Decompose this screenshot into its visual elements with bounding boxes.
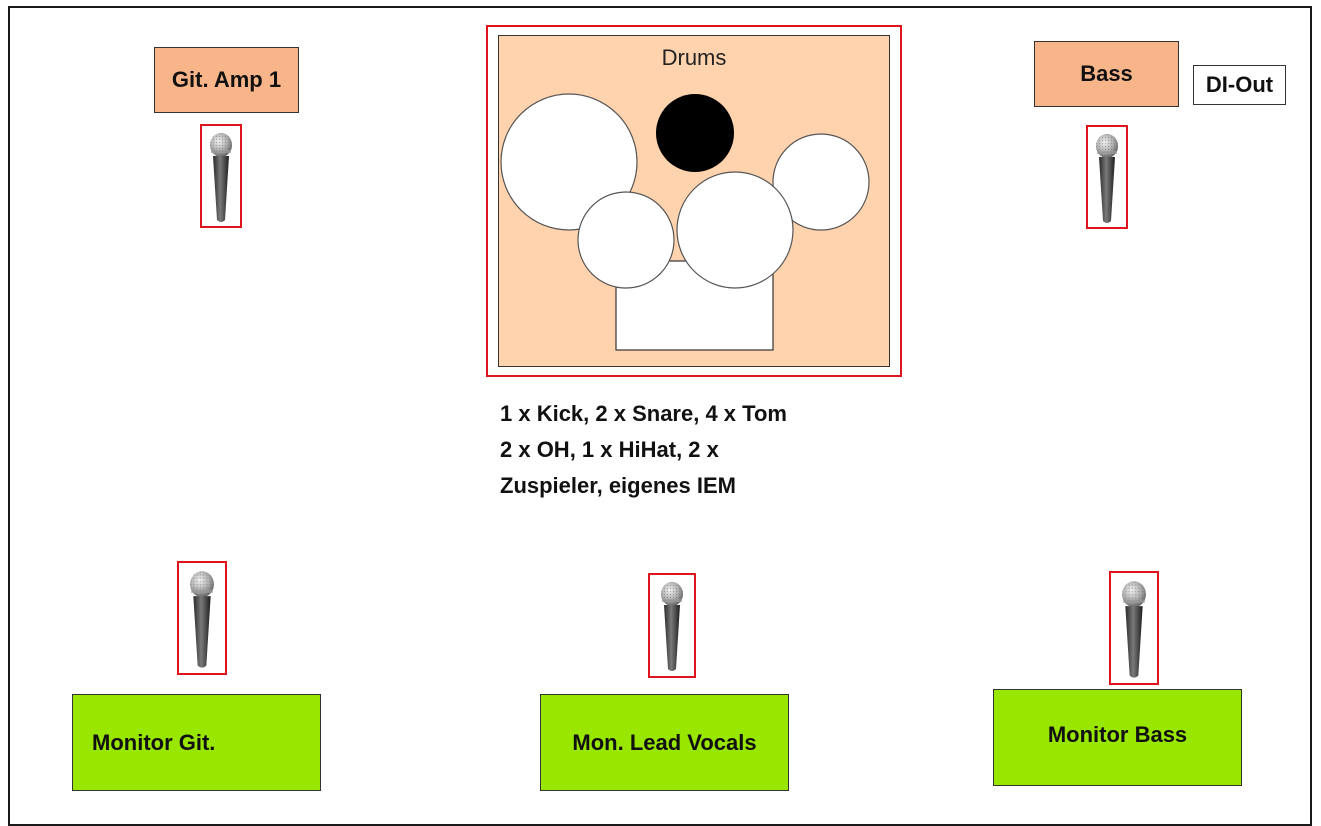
di-out-label: DI-Out xyxy=(1205,72,1274,97)
monitor-bass-label: Monitor Bass xyxy=(1047,721,1188,747)
drum-kick xyxy=(656,94,734,172)
drums-label: Drums xyxy=(661,45,727,70)
microphone-bass xyxy=(1086,125,1128,229)
drum-inputs-note: 1 x Kick, 2 x Snare, 4 x Tom 2 x OH, 1 x… xyxy=(500,396,880,504)
drum-snare xyxy=(577,191,675,289)
monitor-lead-vocals-label: Mon. Lead Vocals xyxy=(572,729,757,755)
drum-note-line-1: 1 x Kick, 2 x Snare, 4 x Tom xyxy=(500,401,787,426)
microphone-icon xyxy=(190,571,214,668)
monitor-guitar-label: Monitor Git. xyxy=(92,729,216,755)
bass-amp: Bass xyxy=(1034,41,1179,107)
guitar-amp-label: Git. Amp 1 xyxy=(171,67,282,92)
microphone-icon xyxy=(661,582,683,671)
drum-note-line-3: Zuspieler, eigenes IEM xyxy=(500,473,736,498)
drum-floor-tom xyxy=(676,171,794,289)
monitor-lead-vocals: Mon. Lead Vocals xyxy=(540,694,789,791)
bass-amp-label: Bass xyxy=(1080,61,1133,86)
microphone-icon xyxy=(1096,134,1118,223)
drum-riser-frame: Drums xyxy=(486,25,902,377)
drum-cymbal-left xyxy=(500,93,638,231)
microphone-icon xyxy=(1122,581,1146,678)
di-out-box: DI-Out xyxy=(1193,65,1286,105)
monitor-guitar: Monitor Git. xyxy=(72,694,321,791)
drum-riser: Drums xyxy=(498,35,890,367)
microphone-icon xyxy=(210,133,232,222)
drum-kit-icon xyxy=(500,93,870,351)
guitar-amp: Git. Amp 1 xyxy=(154,47,299,113)
microphone-guitar-vocal xyxy=(177,561,227,675)
drum-note-line-2: 2 x OH, 1 x HiHat, 2 x xyxy=(500,437,719,462)
monitor-bass: Monitor Bass xyxy=(993,689,1242,786)
microphone-bass-vocal xyxy=(1109,571,1159,685)
drum-cymbal-right xyxy=(772,133,870,231)
microphone-lead-vocal xyxy=(648,573,696,678)
microphone-guitar-amp xyxy=(200,124,242,228)
